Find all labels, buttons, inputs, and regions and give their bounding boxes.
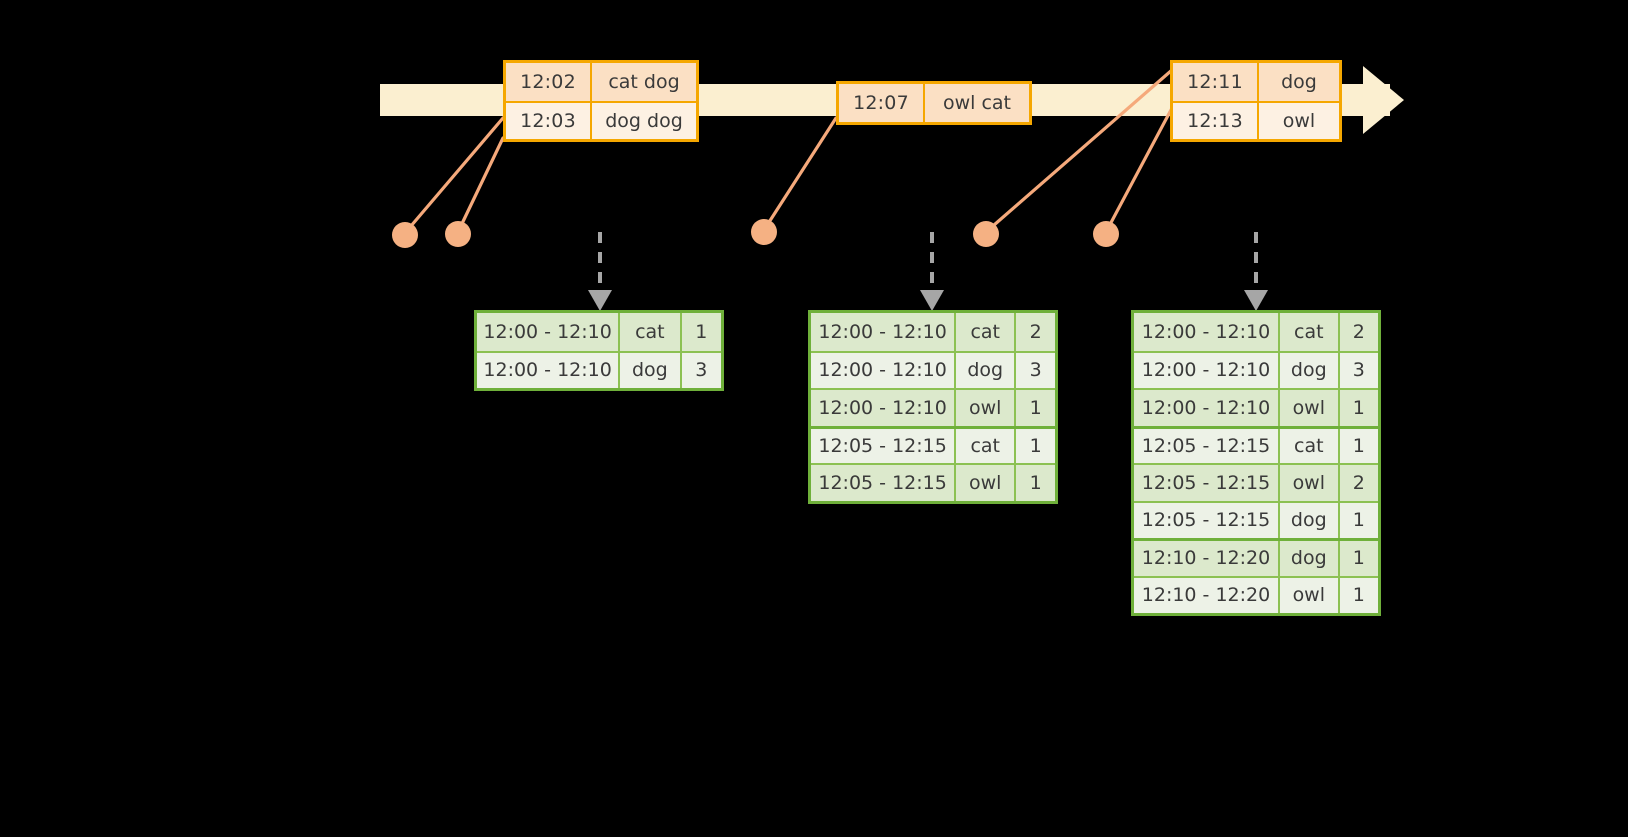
cell-count: 2	[1352, 320, 1365, 343]
cell-count: 3	[695, 359, 708, 382]
cell-window: 12:05 - 12:15	[1134, 465, 1280, 501]
trigger-arrows	[588, 232, 1268, 311]
connector-4	[984, 68, 1174, 234]
connector-lines	[403, 68, 1174, 235]
cell-word: dog	[1280, 541, 1340, 576]
event-group-3[interactable]: 12:11 dog 12:13 owl	[1170, 60, 1342, 142]
cell-word: cat	[956, 313, 1017, 351]
event-group-1[interactable]: 12:02 cat dog 12:03 dog dog	[503, 60, 699, 142]
event-time: 12:11	[1173, 63, 1259, 101]
cell-window: 12:10 - 12:20	[1134, 541, 1280, 576]
cell-window: 12:00 - 12:10	[1134, 390, 1280, 426]
event-time: 12:13	[1173, 103, 1259, 139]
event-words: owl cat	[942, 92, 1012, 114]
connector-3	[762, 116, 838, 232]
event-group-2[interactable]: 12:07 owl cat	[836, 81, 1032, 125]
event-dot-4	[973, 221, 999, 247]
event-dot-2	[445, 221, 471, 247]
cell-count: 1	[1029, 396, 1042, 419]
cell-word: owl	[1280, 465, 1340, 501]
cell-window: 12:00 - 12:10	[477, 313, 621, 351]
cell-word: cat	[1280, 313, 1340, 351]
cell-count: 1	[1352, 396, 1365, 419]
cell-window: 12:00 - 12:10	[811, 390, 957, 426]
trigger-arrow-3	[1244, 232, 1268, 311]
event-dot-1	[392, 222, 418, 248]
cell-window: 12:00 - 12:10	[1134, 313, 1280, 351]
event-words: dog dog	[605, 110, 683, 132]
trigger-arrow-2	[920, 232, 944, 311]
cell-word: owl	[1280, 390, 1340, 426]
event-words: owl	[1282, 110, 1316, 132]
cell-window: 12:00 - 12:10	[1134, 352, 1280, 388]
cell-word: cat	[1280, 428, 1340, 463]
cell-count: 1	[1029, 434, 1042, 457]
connector-5	[1104, 106, 1174, 234]
event-time: 12:03	[506, 103, 592, 139]
cell-count: 1	[1352, 584, 1365, 607]
cell-window: 12:00 - 12:10	[811, 352, 957, 388]
cell-count: 1	[1029, 471, 1042, 494]
cell-count: 1	[1352, 509, 1365, 532]
cell-word: cat	[956, 428, 1017, 463]
event-dot-3	[751, 219, 777, 245]
cell-window: 12:00 - 12:10	[811, 313, 957, 351]
cell-count: 1	[695, 320, 708, 343]
cell-window: 12:10 - 12:20	[1134, 577, 1280, 613]
event-row[interactable]: 12:02 cat dog	[506, 63, 696, 101]
cell-count: 2	[1029, 320, 1042, 343]
cell-word: dog	[956, 352, 1017, 388]
cell-window: 12:05 - 12:15	[1134, 502, 1280, 538]
cell-word: owl	[956, 390, 1017, 426]
event-row[interactable]: 12:13 owl	[1173, 101, 1339, 139]
cell-window: 12:00 - 12:10	[477, 352, 621, 388]
connector-2	[456, 136, 505, 234]
cell-word: dog	[1280, 502, 1340, 538]
cell-count: 1	[1352, 547, 1365, 570]
event-time: 12:02	[506, 63, 592, 101]
cell-word: owl	[956, 465, 1017, 501]
cell-window: 12:05 - 12:15	[1134, 428, 1280, 463]
event-dots	[392, 219, 1119, 248]
cell-word: cat	[620, 313, 682, 351]
trigger-arrow-1	[588, 232, 612, 311]
cell-count: 2	[1352, 471, 1365, 494]
event-words: dog	[1281, 71, 1317, 93]
cell-window: 12:05 - 12:15	[811, 428, 957, 463]
cell-word: dog	[1280, 352, 1340, 388]
cell-word: dog	[620, 352, 682, 388]
cell-count: 3	[1352, 359, 1365, 382]
cell-count: 1	[1352, 434, 1365, 457]
cell-count: 3	[1029, 359, 1042, 382]
event-row[interactable]: 12:03 dog dog	[506, 101, 696, 139]
event-words: cat dog	[608, 71, 680, 93]
event-dot-5	[1093, 221, 1119, 247]
connector-1	[403, 116, 505, 235]
event-time: 12:07	[839, 84, 925, 122]
cell-word: owl	[1280, 577, 1340, 613]
event-row[interactable]: 12:11 dog	[1173, 63, 1339, 101]
cell-window: 12:05 - 12:15	[811, 465, 957, 501]
event-row[interactable]: 12:07 owl cat	[839, 84, 1029, 122]
